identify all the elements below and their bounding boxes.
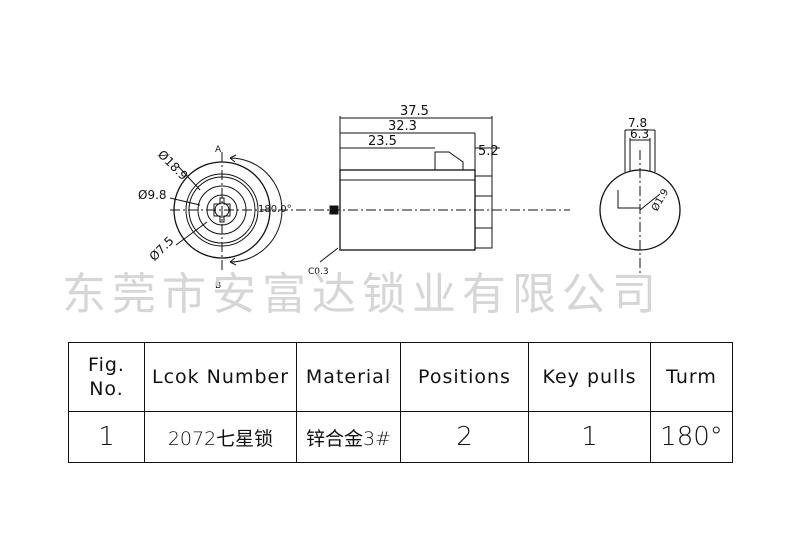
- cell-fig-no: 1: [68, 411, 145, 463]
- table-header-row: Fig. No. Lcok Number Material Positions …: [68, 342, 733, 412]
- cell-turn: 180°: [650, 411, 733, 463]
- cell-material: 锌合金3#: [296, 411, 401, 463]
- rear-dim-b: 6.3: [630, 127, 649, 141]
- cell-lock-number: 2072七星锁: [144, 411, 297, 463]
- front-dim-inner: Ø9.8: [138, 188, 167, 202]
- table-row: 1 2072七星锁 锌合金3# 2 1 180°: [68, 411, 733, 463]
- side-dim-chamfer: C0.3: [308, 267, 329, 277]
- side-dim-front: 23.5: [368, 134, 397, 149]
- front-dim-angle: 180.0°: [258, 204, 292, 215]
- front-dim-outer: Ø18.9: [155, 147, 190, 182]
- header-fig-no: Fig. No.: [68, 342, 145, 412]
- front-label-b: B: [215, 281, 221, 291]
- header-positions: Positions: [400, 342, 529, 412]
- side-view: [319, 116, 570, 263]
- front-dim-middle: Ø7.5: [147, 234, 177, 264]
- rear-dim-a: 7.8: [628, 116, 647, 130]
- cell-key-pulls: 1: [528, 411, 651, 463]
- cell-positions: 2: [400, 411, 529, 463]
- side-dim-step: 5.2: [478, 144, 499, 159]
- header-material: Material: [296, 342, 401, 412]
- front-label-a: A: [215, 145, 222, 155]
- header-turn: Turm: [650, 342, 733, 412]
- technical-drawing: A B Ø18.9 Ø9.8 Ø7.5 180.0° 37.5 32.3 23.…: [138, 104, 681, 291]
- front-view: [169, 152, 339, 270]
- side-dim-body: 32.3: [388, 119, 417, 134]
- spec-table: Fig. No. Lcok Number Material Positions …: [68, 342, 733, 463]
- side-dim-overall: 37.5: [400, 104, 429, 119]
- rear-view: [599, 129, 681, 278]
- header-key-pulls: Key pulls: [528, 342, 651, 412]
- header-lock-number: Lcok Number: [144, 342, 297, 412]
